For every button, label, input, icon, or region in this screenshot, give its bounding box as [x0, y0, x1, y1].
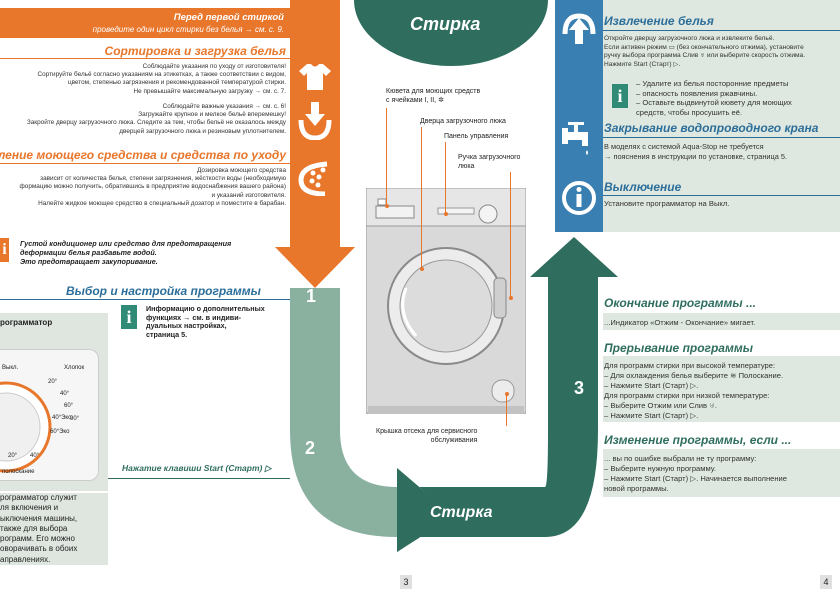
divider: [603, 137, 840, 138]
program-end-strip: [603, 313, 840, 330]
remove-laundry-title: Извлечение белья: [604, 14, 714, 28]
leader-line: [386, 108, 387, 206]
leader-dot: [384, 204, 389, 208]
programmer-text: рограмматор служит ля включения и ыключе…: [0, 493, 108, 566]
programmer-label: рограмматор: [0, 318, 53, 327]
switch-off-text: Установите программатор на Выкл.: [604, 199, 730, 208]
step-2: 2: [305, 438, 316, 458]
dial-mark-40: 40°: [60, 391, 70, 397]
leader-dot: [419, 267, 424, 271]
detergent-title: обавление моющего средства и средства по…: [0, 148, 286, 162]
detergent-icon: [297, 160, 333, 197]
dial-mark-40b: 40°: [30, 453, 40, 459]
step-3: 3: [574, 378, 585, 398]
dial-mark-20b: 20°: [8, 453, 18, 459]
sorting-note: Соблюдайте важные указания → см. с. 6! З…: [26, 103, 286, 135]
info-icon: i: [121, 305, 137, 329]
programmer-panel: рограмматор Выкл. Хлопок 20° 40° 60° 40°…: [0, 313, 108, 491]
dial-bottom-label: полоскание: [2, 469, 35, 475]
before-first-wash-subtitle: проведите один цикл стирки без белья → с…: [92, 25, 284, 34]
leader-line: [445, 142, 446, 214]
page-number-right: 4: [820, 575, 832, 589]
detergent-text: Дозировка моющего средства зависит от ко…: [19, 167, 286, 207]
before-first-wash-title: Перед первой стиркой: [173, 12, 284, 23]
load-arrow-icon: [297, 102, 333, 141]
label-service-flap: Крышка отсека для сервисного обслуживани…: [376, 428, 478, 444]
leader-line: [421, 127, 422, 269]
change-strip: [603, 449, 840, 497]
leader-line: [510, 172, 511, 298]
orange-down-arrow: [275, 0, 355, 288]
program-info: Информацию о дополнительных функциях → с…: [146, 304, 265, 339]
divider: [603, 195, 840, 196]
before-first-wash-box: Перед первой стиркой проведите один цикл…: [0, 8, 290, 38]
dial-mark-90: 90°: [70, 416, 80, 422]
sorting-title: Сортировка и загрузка белья: [104, 44, 286, 58]
dial-mark-20: 20°: [48, 379, 58, 385]
sorting-text: Соблюдайте указания по уходу от изготови…: [37, 63, 287, 95]
label-door-handle: Ручка загрузочного люка: [458, 154, 521, 170]
remove-laundry-text: Откройте дверцу загрузочного люка и извл…: [604, 35, 806, 69]
interrupt-strip: [603, 356, 840, 422]
leader-line: [506, 394, 507, 426]
top-wash-label: Стирка: [410, 14, 481, 34]
leader-dot: [443, 212, 448, 216]
programmer-dial[interactable]: [0, 369, 98, 479]
change-text: ... вы по ошибке выбрали не ту программу…: [604, 454, 788, 493]
program-end-text: ...Индикатор «Отжим - Окончание» мигает.: [604, 318, 756, 327]
switch-off-title: Выключение: [604, 180, 682, 194]
step-1: 1: [306, 286, 317, 306]
dark-arrow-head: [397, 470, 455, 552]
washing-machine: [365, 187, 527, 415]
close-tap-title: Закрывание водопроводного крана: [604, 121, 819, 135]
label-detergent-drawer: Кювета для моющих средств с ячейками I, …: [386, 88, 481, 104]
change-title: Изменение программы, если ...: [604, 433, 792, 447]
unload-arrow-icon: [560, 10, 598, 50]
tshirt-icon: [297, 62, 333, 92]
info-icon: i: [612, 84, 628, 108]
left-column: Перед первой стиркой проведите один цикл…: [0, 0, 290, 596]
page-number-left: 3: [400, 575, 412, 589]
divider: [0, 163, 290, 164]
divider: [0, 299, 290, 300]
leader-dot: [504, 392, 509, 396]
dark-return-arrow: [397, 237, 618, 552]
interrupt-title: Прерывание программы: [604, 341, 753, 355]
interrupt-text: Для программ стирки при высокой температ…: [604, 361, 784, 420]
right-top-panel: [603, 0, 840, 232]
dial-mark-60eco: 60°Эко: [50, 429, 70, 435]
dial-mark-cotton: Хлопок: [64, 365, 85, 371]
water-tap-icon: [560, 120, 598, 156]
dial-mark-off: Выкл.: [2, 365, 19, 371]
label-door: Дверца загрузочного люка: [420, 118, 506, 125]
info-icon: i: [0, 238, 9, 262]
label-control-panel: Панель управления: [444, 133, 509, 140]
remove-laundry-info: – Удалите из белья посторонние предметы …: [636, 79, 792, 117]
leader-dot: [508, 296, 513, 300]
switch-off-icon: [561, 180, 597, 216]
divider: [0, 58, 290, 59]
top-wash-arc: [354, 0, 548, 66]
start-hint: Нажатие клавиши Start (Старт) ▷: [122, 463, 272, 473]
dial-mark-40eco: 40°Эко: [52, 415, 72, 421]
divider: [108, 478, 290, 479]
dial-mark-60: 60°: [64, 403, 74, 409]
program-end-title: Окончание программы ...: [604, 296, 756, 310]
divider: [603, 30, 840, 31]
close-tap-text: В моделях с системой Aqua-Stop не требуе…: [604, 142, 788, 161]
bottom-wash-label: Стирка: [430, 504, 493, 521]
program-select-title: Выбор и настройка программы: [66, 284, 261, 298]
softener-info: Густой кондиционер или средство для пред…: [20, 239, 232, 266]
